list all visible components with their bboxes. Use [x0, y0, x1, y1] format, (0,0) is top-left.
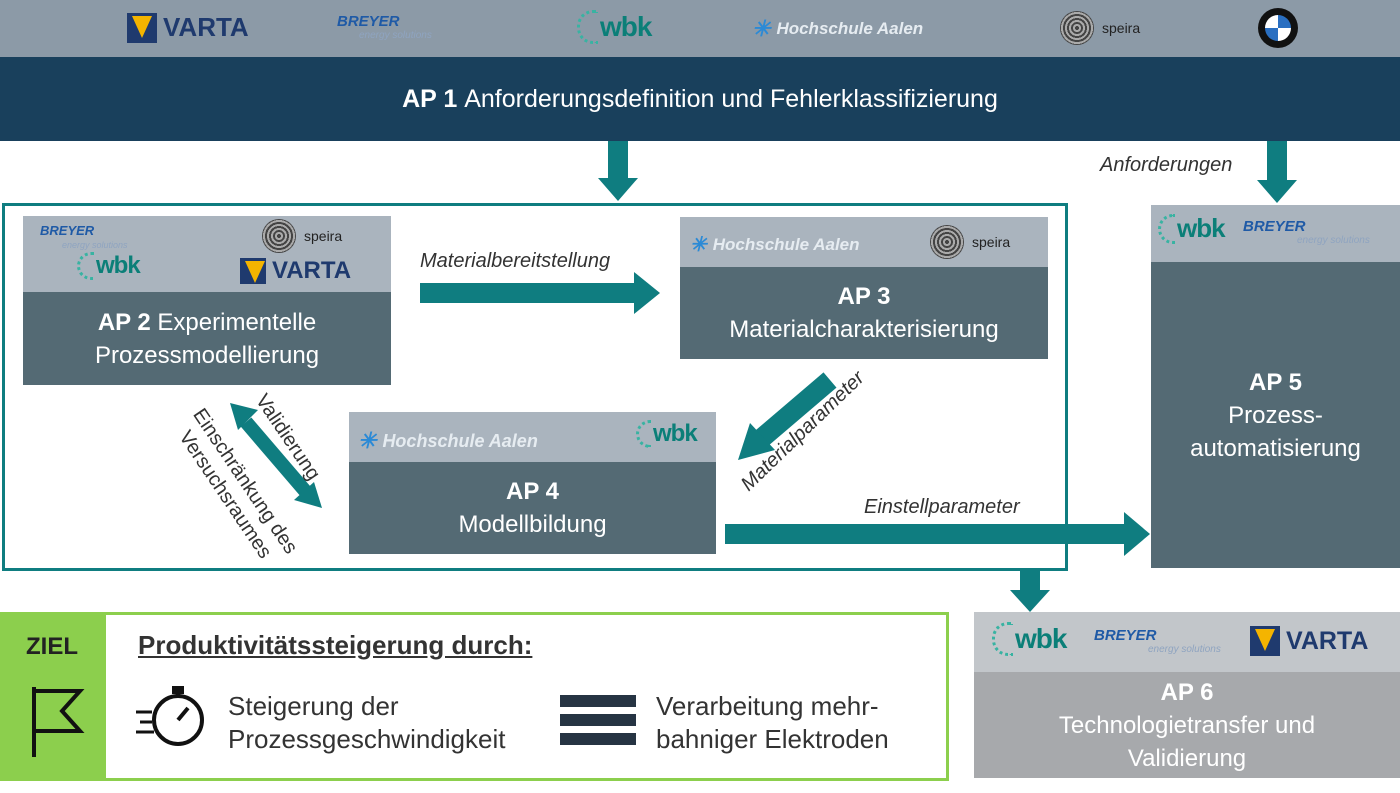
goal-item-speed-line2: Prozessgeschwindigkeit: [228, 724, 506, 754]
bmw-logo: [1258, 8, 1298, 48]
modelling-frame: [2, 203, 1068, 571]
ap5-title-line1: Prozess-: [1228, 401, 1323, 429]
ap4-wbk-logo: wbk: [636, 420, 698, 448]
goal-item-speed-line1: Steigerung der: [228, 691, 399, 721]
goal-tag: ZIEL: [26, 633, 78, 660]
ap5-wbk-logo: wbk: [1158, 213, 1226, 244]
ap3-box: AP 3 Materialcharakterisierung: [680, 267, 1048, 359]
hochschule-aalen-logo: ✳Hochschule Aalen: [752, 16, 924, 41]
label-einstellparameter: Einstellparameter: [864, 496, 1020, 518]
ap2-wbk-logo: wbk: [77, 252, 141, 280]
arrow-materialparameter: [755, 372, 837, 446]
ap5-title-line2: automatisierung: [1190, 434, 1361, 462]
arrow-validierung-head-bottom: [294, 482, 322, 508]
ap6-title-line2: Validierung: [1127, 744, 1247, 772]
label-materialbereitstellung: Materialbereitstellung: [420, 250, 611, 272]
goal-item-electrodes: Verarbeitung mehr- bahniger Elektroden: [656, 690, 889, 756]
ap5-number: AP 5: [1249, 368, 1302, 396]
stopwatch-icon: [136, 686, 204, 746]
ap2-number: AP 2: [97, 308, 151, 336]
arrow-materialbereitstellung: [420, 283, 635, 303]
ap2-title-line2: Prozessmodellierung: [94, 341, 320, 369]
goal-heading: Produktivitätssteigerung durch:: [138, 630, 533, 660]
goal-tag-column: [0, 612, 106, 781]
ap6-number: AP 6: [1160, 678, 1214, 706]
goal-panel: [0, 612, 949, 781]
ap4-title: Modellbildung: [458, 511, 607, 538]
ap4-logo-area: [349, 412, 716, 462]
varta-logo: VARTA: [127, 12, 249, 43]
arrow-materialparameter-head: [738, 423, 775, 460]
arrow-ap1-down: [608, 141, 628, 179]
goal-item-electrodes-line2: bahniger Elektroden: [656, 724, 889, 754]
arrow-validierung-head-top: [230, 403, 258, 430]
ap5-logo-area: [1151, 205, 1400, 262]
ap6-varta-logo: VARTA: [1250, 626, 1368, 656]
label-anforderungen: Anforderungen: [1100, 154, 1233, 176]
ap6-wbk-logo: wbk: [992, 622, 1067, 656]
arrow-anforderungen: [1267, 141, 1287, 181]
arrow-validierung: [240, 417, 312, 497]
ap3-hochschule-aalen-logo: ✳Hochschule Aalen: [690, 234, 860, 256]
goal-item-electrodes-line1: Verarbeitung mehr-: [656, 691, 879, 721]
arrow-ap6-down: [1020, 569, 1040, 591]
goal-item-speed: Steigerung der Prozessgeschwindigkeit: [228, 690, 505, 756]
flag-icon: [32, 687, 85, 757]
ap2-title-line1: Experimentelle: [157, 308, 317, 336]
speira-logo: speira: [1060, 11, 1140, 45]
ap1-banner: AP 1 Anforderungsdefinition und Fehlerkl…: [0, 57, 1400, 141]
arrow-materialbereitstellung-head: [634, 272, 660, 314]
ap1-number: AP 1: [402, 84, 458, 113]
ap2-speira-logo: speira: [262, 219, 342, 253]
arrow-ap1-down-head: [598, 178, 638, 201]
wbk-logo: wbk: [577, 10, 652, 44]
ap5-box: AP 5 Prozess- automatisierung: [1151, 262, 1400, 568]
ap2-box: AP 2 Experimentelle Prozessmodellierung: [23, 292, 391, 385]
ap6-logo-area: [974, 612, 1400, 672]
ap1-title: Anforderungsdefinition und Fehlerklassif…: [464, 84, 998, 113]
ap3-title: Materialcharakterisierung: [729, 316, 999, 343]
ap6-title-line1: Technologietransfer und: [1058, 711, 1316, 739]
ap3-speira-logo: speira: [930, 225, 1010, 259]
ap4-hochschule-aalen-logo: ✳Hochschule Aalen: [358, 428, 538, 453]
ap2-varta-logo: VARTA: [240, 257, 351, 285]
ap4-box: AP 4 Modellbildung: [349, 462, 716, 554]
arrow-anforderungen-head: [1257, 180, 1297, 203]
ap6-box: AP 6 Technologietransfer und Validierung: [974, 672, 1400, 778]
ap3-number: AP 3: [837, 283, 891, 310]
arrow-einstellparameter: [725, 524, 1125, 544]
multi-lane-electrode-icon: [560, 695, 636, 745]
partner-logo-bar: [0, 0, 1400, 57]
arrow-ap6-down-head: [1010, 590, 1050, 612]
arrow-einstellparameter-head: [1124, 512, 1150, 556]
ap3-logo-area: [680, 217, 1048, 267]
ap4-number: AP 4: [506, 478, 559, 505]
